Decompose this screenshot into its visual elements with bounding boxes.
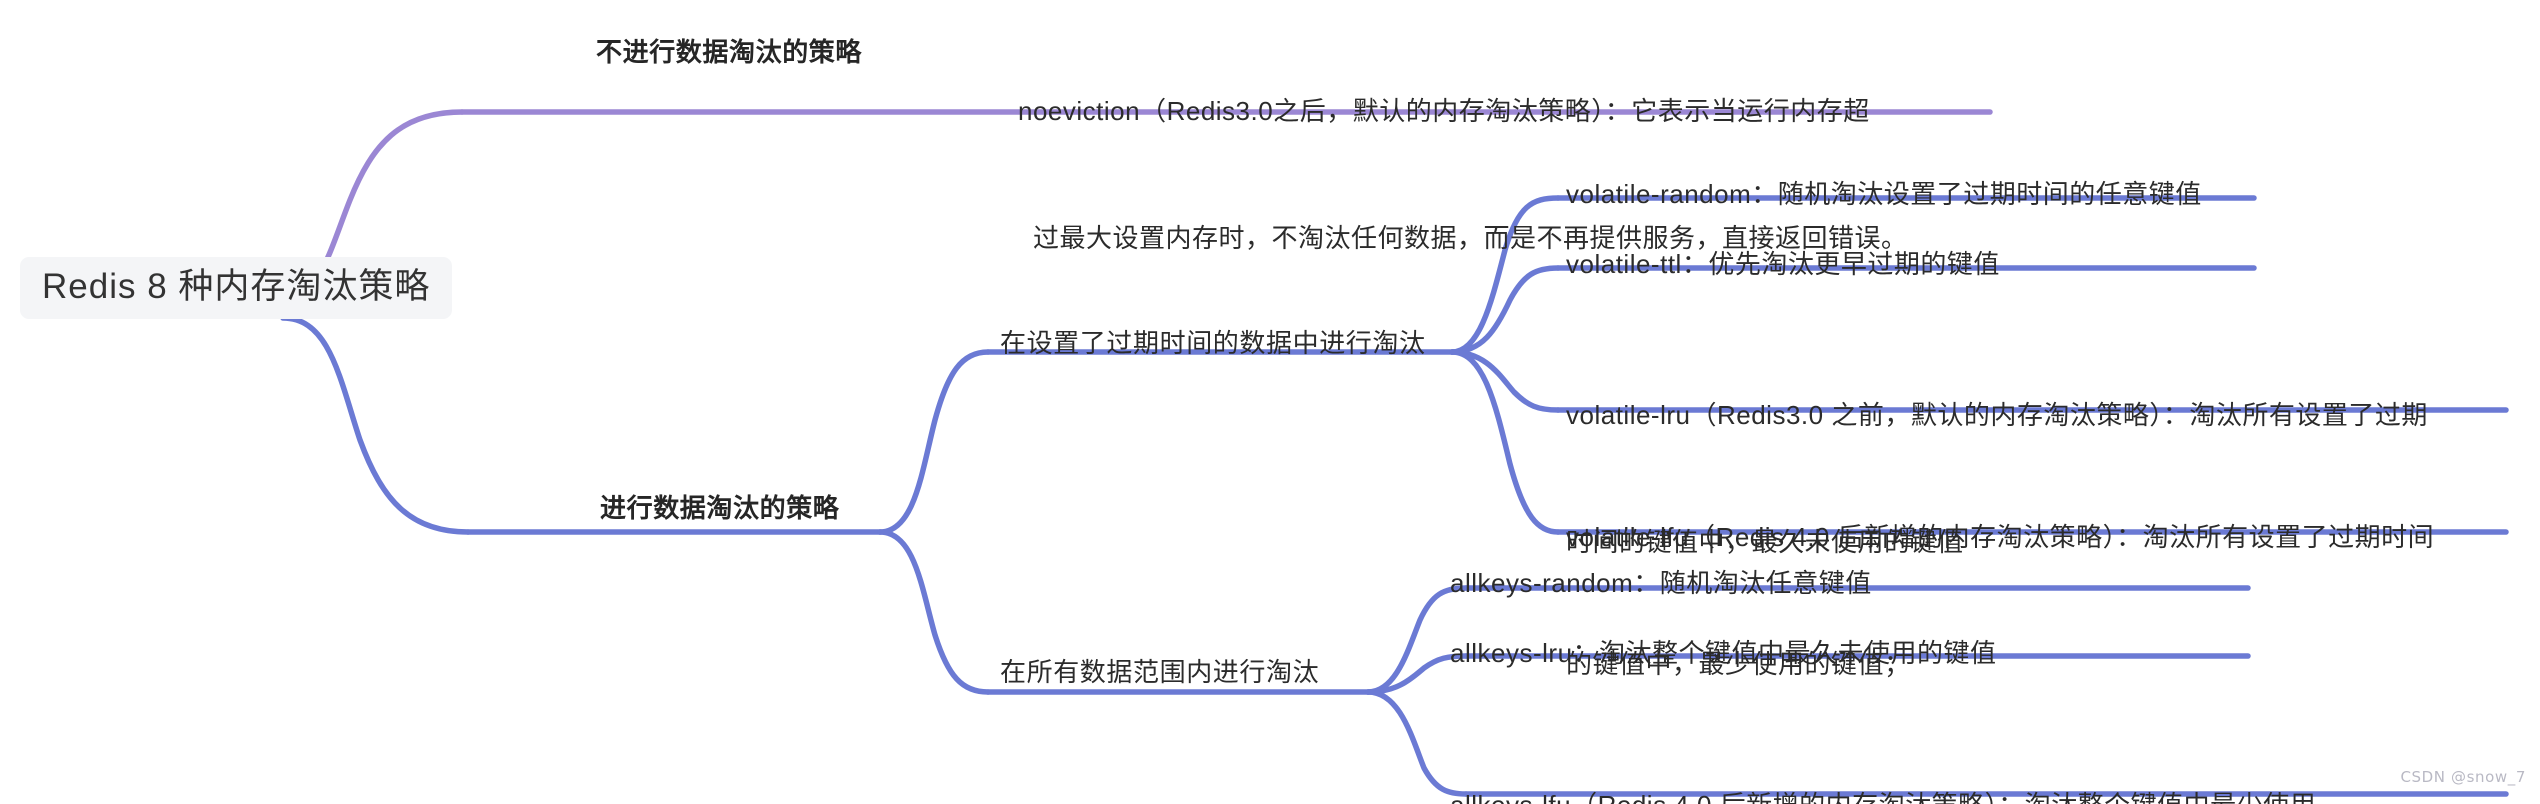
leaf-volatile-random[interactable]: volatile-random：随机淘汰设置了过期时间的任意键值 bbox=[1566, 179, 2202, 209]
leaf-volatile-lfu-line1: volatile-lfu（Redis 4.0 后新增的内存淘汰策略）：淘汰所有设… bbox=[1566, 522, 2435, 553]
leaf-noeviction-line2: 过最大设置内存时，不淘汰任何数据，而是不再提供服务，直接返回错误。 bbox=[1033, 222, 1908, 253]
leaf-volatile-lfu[interactable]: volatile-lfu（Redis 4.0 后新增的内存淘汰策略）：淘汰所有设… bbox=[1566, 432, 2496, 769]
leaf-volatile-lru-line2: 时间的键值中，最久未使用的键值 bbox=[1566, 526, 1964, 557]
leaf-allkeys-lru[interactable]: allkeys-lru：淘汰整个键值中最久未使用的键值 bbox=[1450, 638, 1997, 668]
connector-volatile-lfu bbox=[1449, 349, 1561, 535]
leaf-volatile-ttl[interactable]: volatile-ttl：优先淘汰更早过期的键值 bbox=[1566, 249, 2000, 279]
group-label-volatile[interactable]: 在设置了过期时间的数据中进行淘汰 bbox=[1000, 327, 1426, 358]
leaf-noeviction-line1: noeviction（Redis3.0之后，默认的内存淘汰策略）：它表示当运行内… bbox=[1018, 96, 1870, 127]
leaf-volatile-lfu-line2: 的键值中，最少使用的键值； bbox=[1566, 648, 1911, 679]
root-node[interactable]: Redis 8 种内存淘汰策略 bbox=[20, 257, 453, 319]
connector-root-to-eviction bbox=[280, 315, 471, 535]
branch-label-no-eviction[interactable]: 不进行数据淘汰的策略 bbox=[596, 36, 863, 67]
leaf-noeviction[interactable]: noeviction（Redis3.0之后，默认的内存淘汰策略）：它表示当运行内… bbox=[1018, 6, 2028, 343]
group-label-allkeys[interactable]: 在所有数据范围内进行淘汰 bbox=[1000, 656, 1320, 687]
connector-eviction-to-volatile-group bbox=[877, 349, 991, 535]
leaf-volatile-lru[interactable]: volatile-lru（Redis3.0 之前，默认的内存淘汰策略）：淘汰所有… bbox=[1566, 310, 2496, 647]
leaf-volatile-lru-line1: volatile-lru（Redis3.0 之前，默认的内存淘汰策略）：淘汰所有… bbox=[1566, 400, 2428, 431]
leaf-allkeys-lfu[interactable]: allkeys-lfu（Redis 4.0 后新增的内存淘汰策略）：淘汰整个键值… bbox=[1450, 700, 2480, 804]
watermark: CSDN @snow_7 bbox=[2400, 768, 2526, 786]
connector-volatile-lru bbox=[1449, 349, 1561, 413]
leaf-allkeys-lfu-line1: allkeys-lfu（Redis 4.0 后新增的内存淘汰策略）：淘汰整个键值… bbox=[1450, 784, 2480, 804]
connector-eviction-to-allkeys-group bbox=[877, 529, 991, 695]
leaf-allkeys-random[interactable]: allkeys-random：随机淘汰任意键值 bbox=[1450, 568, 1872, 598]
branch-label-eviction[interactable]: 进行数据淘汰的策略 bbox=[600, 492, 840, 523]
